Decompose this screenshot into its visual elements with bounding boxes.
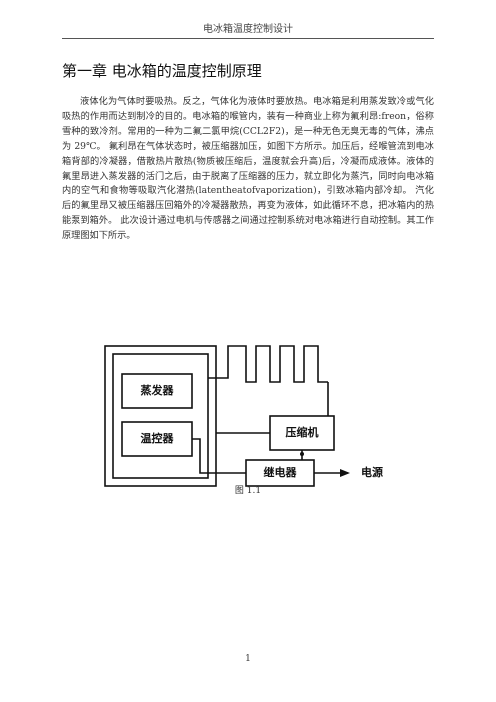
- thermostat-to-relay-wire: [192, 438, 246, 474]
- condenser-coil: [208, 345, 328, 383]
- thermostat-label: 温控器: [141, 431, 175, 445]
- fridge-inner-wall: [112, 353, 209, 479]
- compressor-label: 压缩机: [286, 425, 319, 439]
- power-arrowhead: [340, 469, 350, 477]
- junction-dot: [300, 452, 304, 456]
- header-rule: [62, 38, 434, 39]
- body-paragraph: 液体化为气体时要吸热。反之，气体化为液体时要放热。电冰箱是利用蒸发致冷或气化吸热…: [62, 96, 434, 242]
- figure-caption: 图 1.1: [234, 486, 262, 496]
- chapter-title: 第一章 电冰箱的温度控制原理: [62, 62, 262, 80]
- power-label: 电源: [361, 465, 383, 479]
- evaporator-label: 蒸发器: [141, 383, 175, 397]
- page-number: 1: [245, 654, 251, 664]
- page-header: 电冰箱温度控制设计: [203, 24, 293, 35]
- figure-1-1: 蒸发器温控器 压缩机继电器 电源: [104, 344, 404, 490]
- relay-label: 继电器: [264, 465, 298, 479]
- fridge-outer-wall: [104, 345, 217, 487]
- evaporator-box: [121, 373, 193, 409]
